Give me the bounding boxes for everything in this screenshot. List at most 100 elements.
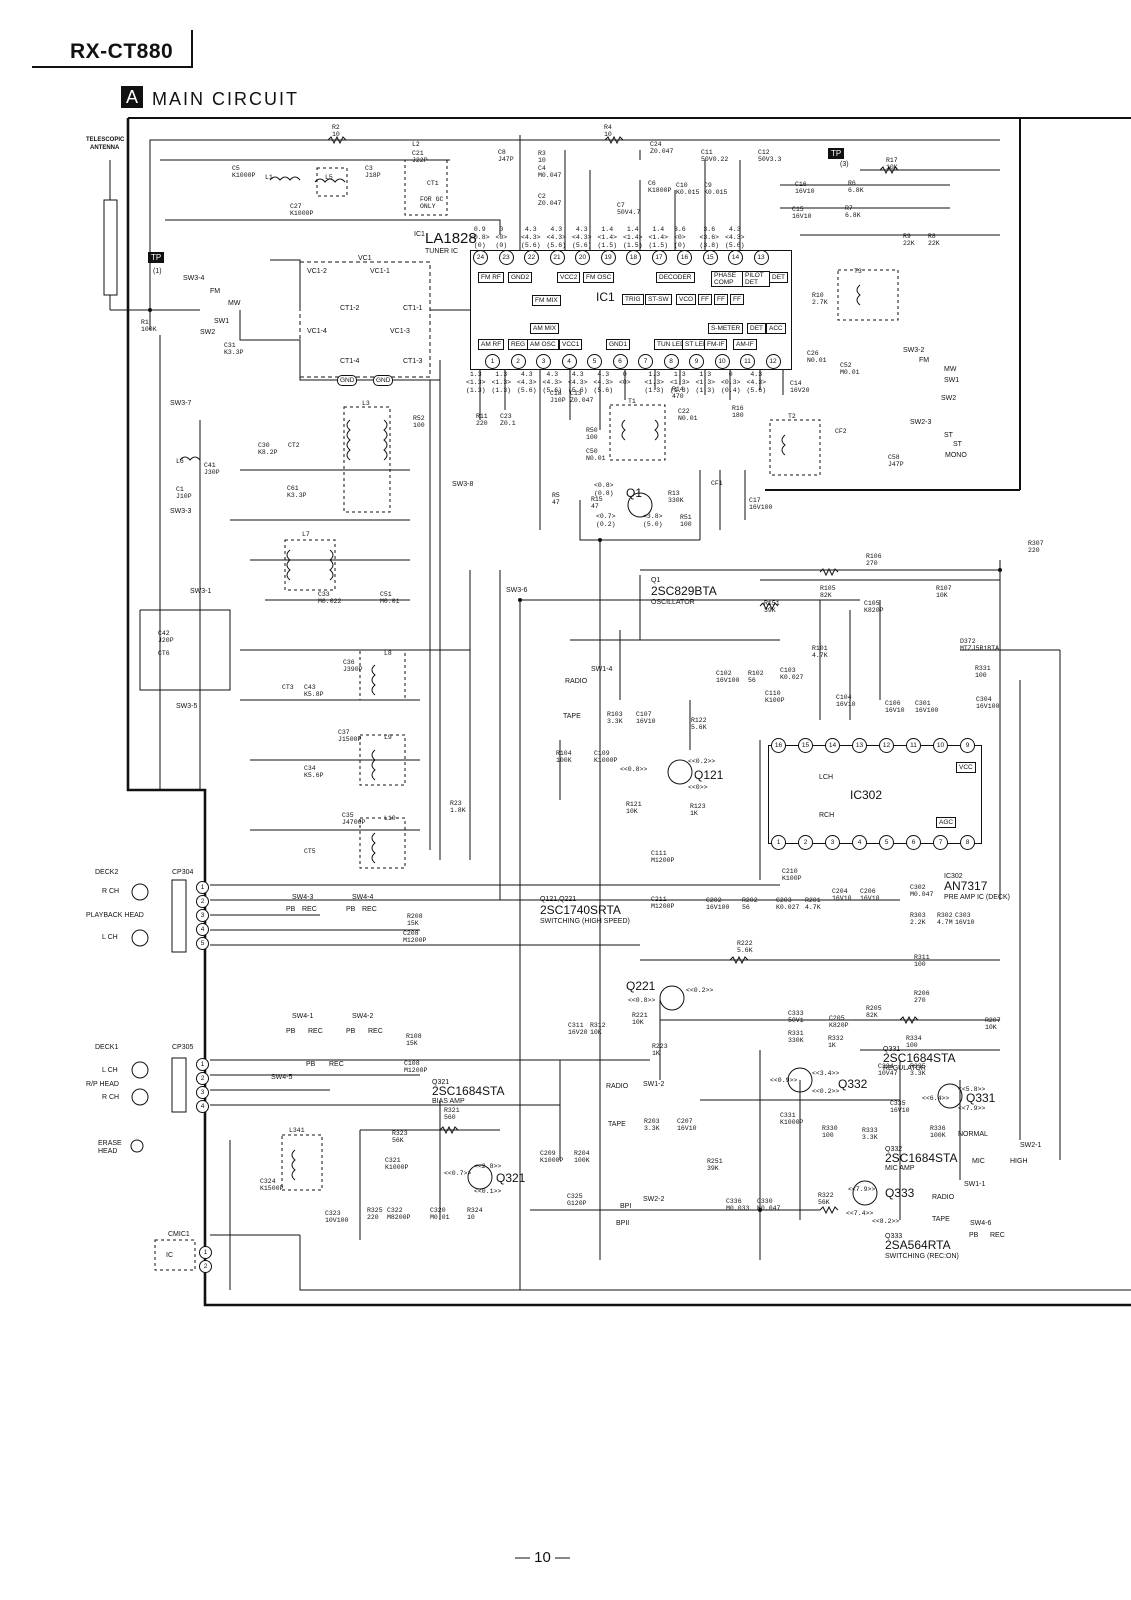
q1-ref: Q1 (626, 486, 643, 500)
component-c6: C6 K1800P (648, 180, 672, 194)
cp305-pin-3: 3 (196, 1086, 209, 1099)
component-r311: R311 100 (914, 954, 930, 968)
component-c26: C26 N0.01 (807, 350, 827, 364)
component-c1: C1 J10P (176, 486, 192, 500)
component-c203: C203 K0.027 (776, 897, 800, 911)
component-ct3: CT3 (282, 684, 294, 691)
ic1-pin-2: 2 (510, 354, 526, 369)
ic1-block-s-meter: S-METER (708, 323, 744, 334)
ic1-bottom-volt: 1.3 <1.3> (1.3) (491, 371, 512, 394)
ic1-pin-8: 8 (663, 354, 679, 369)
deck2-rch: R CH (102, 888, 120, 895)
sw3-2-fm: FM (919, 357, 930, 364)
component-c18: C18 J10P (550, 390, 566, 404)
component-c36: C36 J390P (343, 659, 363, 673)
vc1-gnd-2: GND (373, 375, 394, 386)
component-c23: C23 Z0.1 (500, 413, 516, 427)
component-r51: R51 100 (680, 514, 692, 528)
sw1-4-tape: TAPE (563, 713, 581, 720)
q321-part: 2SC1684STA (432, 1084, 505, 1098)
component-c103: C103 K0.027 (780, 667, 804, 681)
q332-part: 2SC1684STA (885, 1151, 958, 1165)
ic302-pin-16: 16 (771, 738, 786, 753)
component-c207: C207 16V10 (677, 1118, 697, 1132)
erase-head: ERASE (98, 1140, 122, 1147)
component-cf1: CF1 (711, 480, 723, 487)
component-r105: R105 82K (820, 585, 836, 599)
sw3-6-label: SW3-6 (506, 587, 528, 594)
component-c323: C323 10V100 (325, 1210, 349, 1224)
sw1-1-label: SW1-1 (964, 1181, 986, 1188)
q321-ref: Q321 (496, 1171, 526, 1185)
ic302-pin-14: 14 (825, 738, 840, 753)
component-c4: C4 M0.047 (538, 165, 562, 179)
ic1-block-trig: TRIG (622, 294, 644, 305)
component-r9: R9 22K (903, 233, 915, 247)
test-point-1: TP (148, 252, 165, 263)
ct1-2: CT1-2 (340, 305, 360, 312)
sw1-4-label: SW1-4 (591, 666, 613, 673)
vc1-1: VC1-1 (370, 268, 390, 275)
ic302-pin-12: 12 (879, 738, 894, 753)
ic1-ref-inside: IC1 (596, 290, 615, 304)
vc1-gnd-1: GND (337, 375, 358, 386)
component-c13: C13 Z0.047 (570, 390, 594, 404)
ic1-pin-1: 1 (485, 354, 500, 369)
component-c333: C333 50V1 (788, 1010, 804, 1024)
component-c301: C301 16V100 (915, 700, 939, 714)
component-l5: L5 (325, 174, 333, 181)
q121-collector-volt: <<0.2>> (688, 758, 716, 765)
ic1-top-volt: 0.9 <0.8> (0) (470, 226, 490, 249)
component-r204: R204 100K (574, 1150, 590, 1164)
q333-ref: Q333 (885, 1186, 915, 1200)
ic1-block-pilot-det: PILOT DET (742, 271, 770, 287)
component-c51: C51 M0.01 (380, 591, 400, 605)
component-l8: L8 (384, 650, 392, 657)
ic1-bottom-volt: 1.3 <1.3> (1.3) (466, 371, 486, 394)
component-t2: T2 (788, 413, 796, 420)
component-r307: R307 220 (1028, 540, 1044, 554)
sw1-1-radio: RADIO (932, 1194, 955, 1201)
ic1-block-fm-if: FM-IF (704, 339, 728, 350)
component-ct5: CT5 (304, 848, 316, 855)
ic1-block-gnd1: GND1 (606, 339, 631, 350)
sw3-4-label: SW3-4 (183, 275, 205, 282)
q121-desc: SWITCHING (HIGH SPEED) (540, 918, 630, 925)
component-c206: C206 16V10 (860, 888, 880, 902)
sw3-4-mw: MW (228, 300, 241, 307)
sw4-4-rec: REC (362, 906, 377, 913)
sw2-1-mic: MIC (972, 1158, 985, 1165)
ic1-block-vco: VCO (676, 294, 697, 305)
q332-desc: MIC AMP (885, 1165, 915, 1172)
ct1-3: CT1-3 (403, 358, 423, 365)
sw3-4-fm: FM (210, 288, 221, 295)
q321-ref-2: Q321 (432, 1079, 450, 1086)
component-c106: C106 16V10 (885, 700, 905, 714)
ic1-pin-18: 18 (626, 250, 641, 265)
component-r103: R103 3.3K (607, 711, 623, 725)
ic1-pin-15: 15 (702, 250, 718, 265)
component-l10: L10 (384, 815, 396, 822)
sw1-1-tape: TAPE (932, 1216, 950, 1223)
component-r2: R2 10 (332, 124, 340, 138)
q331-base-volt: <<6.4>> (922, 1095, 950, 1102)
ic1-bottom-volt: 1.3 <1.3> (1.3) (644, 371, 665, 394)
ic1-block (470, 250, 792, 370)
component-c12: C12 50V3.3 (758, 149, 782, 163)
sw4-1-rec: REC (308, 1028, 323, 1035)
q333-part: 2SA564RTA (885, 1238, 951, 1252)
ic1-top-volt: 4.3 <4.3> (5.6) (546, 226, 567, 249)
sw4-2-label: SW4-2 (352, 1013, 374, 1020)
component-c9: C9 K0.015 (704, 182, 728, 196)
q1-desc: OSCILLATOR (651, 599, 695, 606)
ic1-block-am-osc: AM OSC (527, 339, 559, 350)
q121-ref: Q121 (694, 768, 724, 782)
cp304-pin-2: 2 (196, 895, 209, 908)
component-c35: C35 J4700P (342, 812, 366, 826)
component-r312: R312 10K (590, 1022, 606, 1036)
ic1-pin-7: 7 (638, 354, 653, 369)
ic1-block-fm-osc: FM OSC (583, 272, 615, 283)
component-c204: C204 16V10 (832, 888, 852, 902)
component-r16: R16 180 (732, 405, 744, 419)
vc1-4: VC1-4 (307, 328, 327, 335)
